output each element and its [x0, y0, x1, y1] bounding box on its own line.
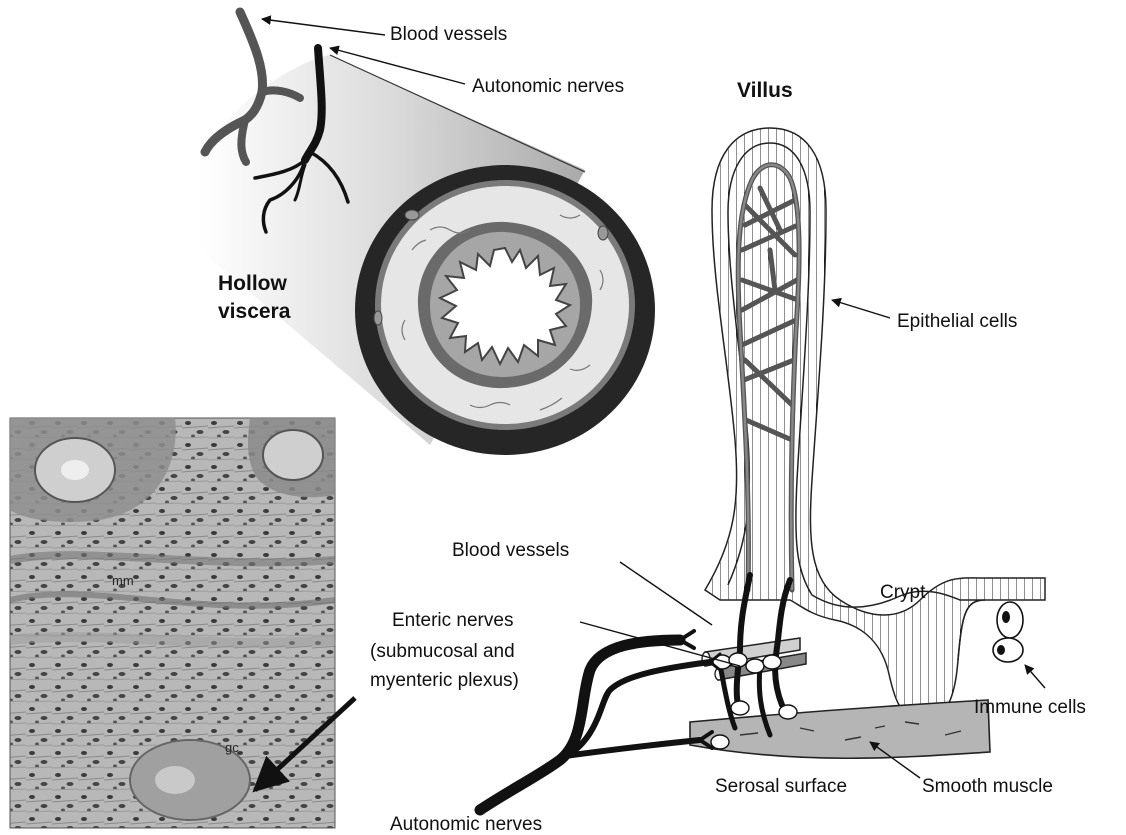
label-villus: Villus	[737, 79, 793, 102]
label-crypt: Crypt	[880, 582, 926, 603]
label-epithelial-cells: Epithelial cells	[897, 311, 1017, 332]
label-enteric-line2: (submucosal and	[370, 641, 515, 662]
label-enteric-line3: myenteric plexus)	[370, 670, 519, 691]
label-blood-vessels-top: Blood vessels	[390, 24, 507, 45]
label-enteric-line1: Enteric nerves	[392, 610, 513, 631]
label-viscera: viscera	[218, 300, 291, 323]
label-serosal-surface: Serosal surface	[715, 776, 847, 797]
autonomic-nerves-bottom	[480, 631, 720, 810]
label-autonomic-nerves-bottom: Autonomic nerves	[390, 814, 542, 835]
label-blood-vessels-mid: Blood vessels	[452, 540, 569, 561]
label-immune-cells: Immune cells	[974, 697, 1086, 718]
label-autonomic-nerves-top: Autonomic nerves	[472, 76, 624, 97]
pointer-blood-vessels-mid	[620, 562, 712, 625]
pointer-immune-cells	[1025, 665, 1045, 688]
pointer-epithelial-cells	[832, 300, 890, 318]
gut-cross-section	[355, 165, 655, 455]
pointer-blood-vessels-top	[262, 19, 385, 35]
micrograph-label-mm: mm	[112, 573, 134, 588]
label-hollow: Hollow	[218, 272, 287, 295]
immune-cells	[993, 602, 1023, 662]
label-smooth-muscle: Smooth muscle	[922, 776, 1053, 797]
histology-micrograph: mm gc	[10, 418, 335, 828]
micrograph-label-gc: gc	[225, 740, 239, 755]
villus	[705, 128, 1045, 720]
